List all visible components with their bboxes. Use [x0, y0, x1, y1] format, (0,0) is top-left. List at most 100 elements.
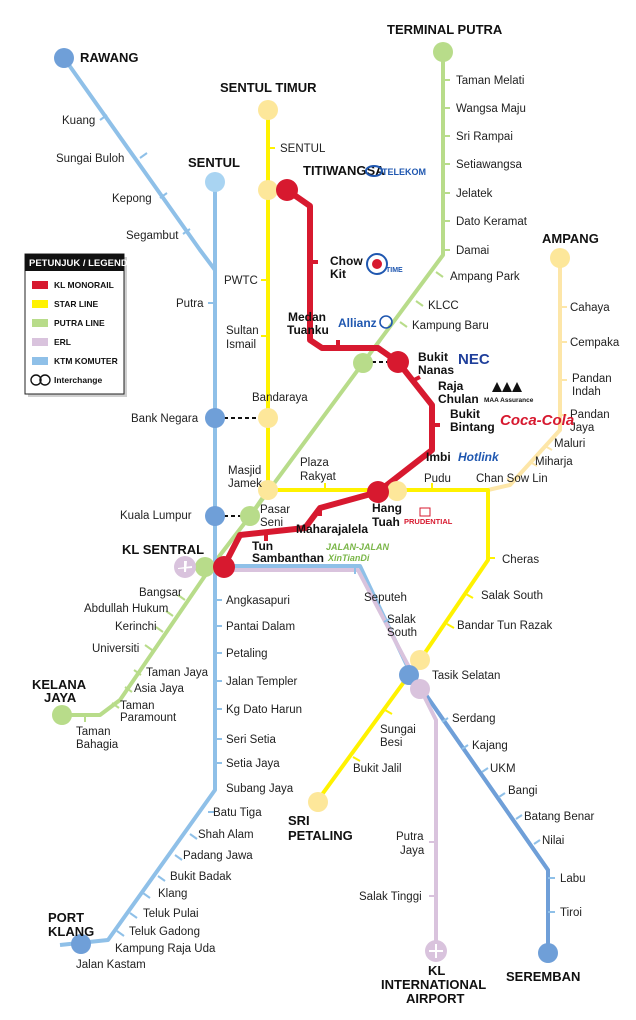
station-sultan-ismail-1: Sultan: [226, 325, 259, 337]
legend: PETUNJUK / LEGEND KL MONORAIL STAR LINE …: [24, 253, 128, 397]
terminal-sri-petaling-2: PETALING: [288, 828, 353, 843]
station-sentul: SENTUL: [280, 143, 326, 155]
station-kerinchi: Kerinchi: [115, 621, 157, 633]
station-batang-benar: Batang Benar: [524, 811, 595, 823]
station-kuang: Kuang: [62, 115, 95, 127]
svg-text:KL MONORAIL: KL MONORAIL: [54, 280, 114, 290]
station-taman-jaya: Taman Jaya: [146, 667, 209, 679]
station-bukit-nanas-1: Bukit: [418, 350, 448, 364]
station-sultan-ismail-2: Ismail: [226, 339, 256, 351]
station-kajang: Kajang: [472, 740, 508, 752]
svg-text:MAA Assurance: MAA Assurance: [484, 397, 534, 404]
station-bank-negara: Bank Negara: [131, 413, 199, 425]
station-klang: Klang: [158, 888, 187, 900]
station-jalan-kastam: Jalan Kastam: [76, 959, 146, 971]
station-masjid-jamek-2: Jamek: [228, 478, 262, 490]
station-setiawangsa: Setiawangsa: [456, 159, 522, 171]
legend-item-erl: ERL: [32, 337, 71, 347]
station-pantai-dalam: Pantai Dalam: [226, 621, 295, 633]
station-miharja: Miharja: [535, 456, 573, 468]
station-sungai-buloh: Sungai Buloh: [56, 153, 124, 165]
station-angkasapuri: Angkasapuri: [226, 595, 290, 607]
maa-logo: MAA Assurance: [484, 382, 534, 404]
station-nodes: [52, 42, 570, 963]
station-teluk-gadong: Teluk Gadong: [129, 926, 200, 938]
terminal-sri-petaling-1: SRI: [288, 813, 310, 828]
legend-item-ktm: KTM KOMUTER: [32, 356, 118, 366]
station-jelatek: Jelatek: [456, 188, 493, 200]
station-hang-tuah-1: Hang: [372, 501, 402, 515]
station-nilai: Nilai: [542, 835, 564, 847]
svg-text:JALAN-JALAN: JALAN-JALAN: [326, 542, 390, 552]
nec-logo: NEC: [458, 351, 490, 368]
station-subang-jaya: Subang Jaya: [226, 783, 294, 795]
station-maluri: Maluri: [554, 438, 585, 450]
station-pasar-seni-2: Seni: [260, 517, 283, 529]
svg-text:TELEKOM: TELEKOM: [382, 167, 426, 177]
station-tiroi: Tiroi: [560, 907, 582, 919]
station-bukit-nanas-2: Nanas: [418, 363, 454, 377]
station-asia-jaya: Asia Jaya: [134, 683, 184, 695]
station-tun-sambanthan-1: Tun: [252, 539, 273, 553]
station-plaza-rakyat-2: Rakyat: [300, 471, 337, 483]
station-salak-tinggi: Salak Tinggi: [359, 891, 422, 903]
station-putra-jaya-2: Jaya: [400, 845, 425, 857]
station-raja-chulan-1: Raja: [438, 379, 464, 393]
station-taman-melati: Taman Melati: [456, 75, 524, 87]
station-chan-sow-lin: Chan Sow Lin: [476, 473, 548, 485]
station-medan-tuanku-1: Medan: [288, 310, 326, 324]
station-ukm: UKM: [490, 763, 516, 775]
station-imbi: Imbi: [426, 450, 451, 464]
legend-item-monorail: KL MONORAIL: [32, 280, 114, 290]
station-hang-tuah-2: Tuah: [372, 515, 400, 529]
star-line: [266, 110, 490, 802]
station-setia-jaya: Setia Jaya: [226, 758, 280, 770]
station-putra: Putra: [176, 298, 204, 310]
svg-text:Allianz: Allianz: [338, 316, 377, 330]
station-taman-paramount-1: Taman: [120, 700, 155, 712]
airplane-icon: [425, 940, 447, 962]
station-tasik-selatan: Tasik Selatan: [432, 670, 500, 682]
terminal-sentul: SENTUL: [188, 155, 240, 170]
station-batu-tiga: Batu Tiga: [213, 807, 262, 819]
station-pandan-jaya-1: Pandan: [570, 409, 610, 421]
station-pwtc: PWTC: [224, 275, 258, 287]
terminal-kl-sentral: KL SENTRAL: [122, 542, 204, 557]
monorail-line: [221, 187, 435, 568]
station-kuala-lumpur: Kuala Lumpur: [120, 510, 192, 522]
station-kg-dato-harun: Kg Dato Harun: [226, 704, 302, 716]
station-pudu: Pudu: [424, 473, 451, 485]
terminal-titiwangsa: TITIWANGSA: [303, 163, 385, 178]
station-bangsar: Bangsar: [139, 587, 182, 599]
station-seputeh: Seputeh: [364, 592, 407, 604]
station-plaza-rakyat-1: Plaza: [300, 457, 329, 469]
station-dato-keramat: Dato Keramat: [456, 216, 528, 228]
svg-text:STAR LINE: STAR LINE: [54, 299, 99, 309]
erl-ticks: [429, 841, 436, 897]
terminal-seremban: SEREMBAN: [506, 969, 580, 984]
station-seri-setia: Seri Setia: [226, 734, 276, 746]
station-kampung-raja-uda: Kampung Raja Uda: [115, 943, 216, 955]
putra-ticks: [84, 79, 450, 722]
station-shah-alam: Shah Alam: [198, 829, 254, 841]
legend-item-star: STAR LINE: [32, 299, 99, 309]
station-medan-tuanku-2: Tuanku: [287, 323, 329, 337]
station-pandan-indah-1: Pandan: [572, 373, 612, 385]
station-bukit-bintang-2: Bintang: [450, 420, 495, 434]
terminal-terminal-putra: TERMINAL PUTRA: [387, 22, 503, 37]
allianz-logo: Allianz: [338, 315, 393, 330]
terminal-klia-3: AIRPORT: [406, 991, 465, 1006]
station-universiti: Universiti: [92, 643, 139, 655]
station-sungai-besi-2: Besi: [380, 737, 402, 749]
station-tun-sambanthan-2: Sambanthan: [252, 551, 324, 565]
terminal-klia-2: INTERNATIONAL: [381, 977, 486, 992]
time-logo: TIME: [366, 253, 403, 275]
legend-item-putra: PUTRA LINE: [32, 318, 105, 328]
station-labu: Labu: [560, 873, 586, 885]
station-salak-south-ktm-2: South: [387, 627, 417, 639]
legend-title: PETUNJUK / LEGEND: [29, 258, 128, 269]
terminal-kelana-jaya-2: JAYA: [44, 690, 77, 705]
station-pandan-indah-2: Indah: [572, 386, 601, 398]
